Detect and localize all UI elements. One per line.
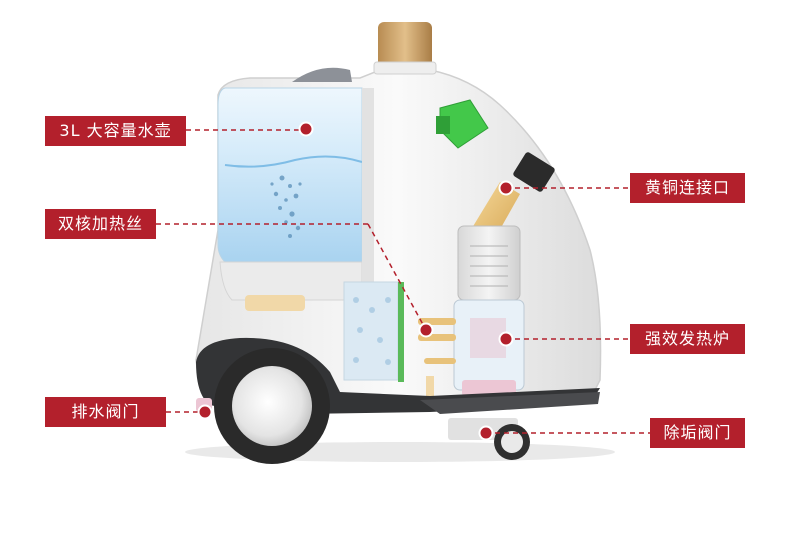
leader-lines (156, 129, 650, 434)
filter-texture (353, 297, 391, 365)
marker-valve (197, 404, 213, 420)
marker-connector (498, 180, 514, 196)
callout-valve: 排水阀门 (45, 397, 166, 427)
water-surface (224, 155, 363, 168)
water-bubbles (270, 175, 302, 238)
callout-heater: 强效发热炉 (630, 324, 745, 354)
green-part-tab (436, 116, 450, 134)
caster-hub (501, 431, 523, 453)
marker-filament (418, 322, 434, 338)
callout-connector: 黄铜连接口 (630, 173, 745, 203)
boiler-coil (470, 245, 508, 287)
filter-cartridge (343, 281, 399, 381)
callout-tank: 3L 大容量水壶 (45, 116, 186, 146)
chassis-strip (420, 392, 600, 414)
callout-descale: 除垢阀门 (650, 418, 745, 448)
marker-descale (478, 425, 494, 441)
tank-cap (378, 22, 432, 72)
marker-heater (498, 331, 514, 347)
marker-tank (298, 121, 314, 137)
rod-holder (426, 376, 434, 396)
cap-base (373, 61, 437, 75)
hose-nozzle (513, 152, 555, 192)
tank-base (219, 261, 363, 301)
big-wheel-hub (232, 366, 312, 446)
tank-valve (245, 295, 305, 311)
boiler-base (462, 380, 516, 396)
callout-markers (197, 121, 514, 441)
callout-filament: 双核加热丝 (45, 209, 156, 239)
green-strip (398, 282, 404, 382)
handle (292, 67, 352, 82)
boiler-top (457, 225, 521, 301)
